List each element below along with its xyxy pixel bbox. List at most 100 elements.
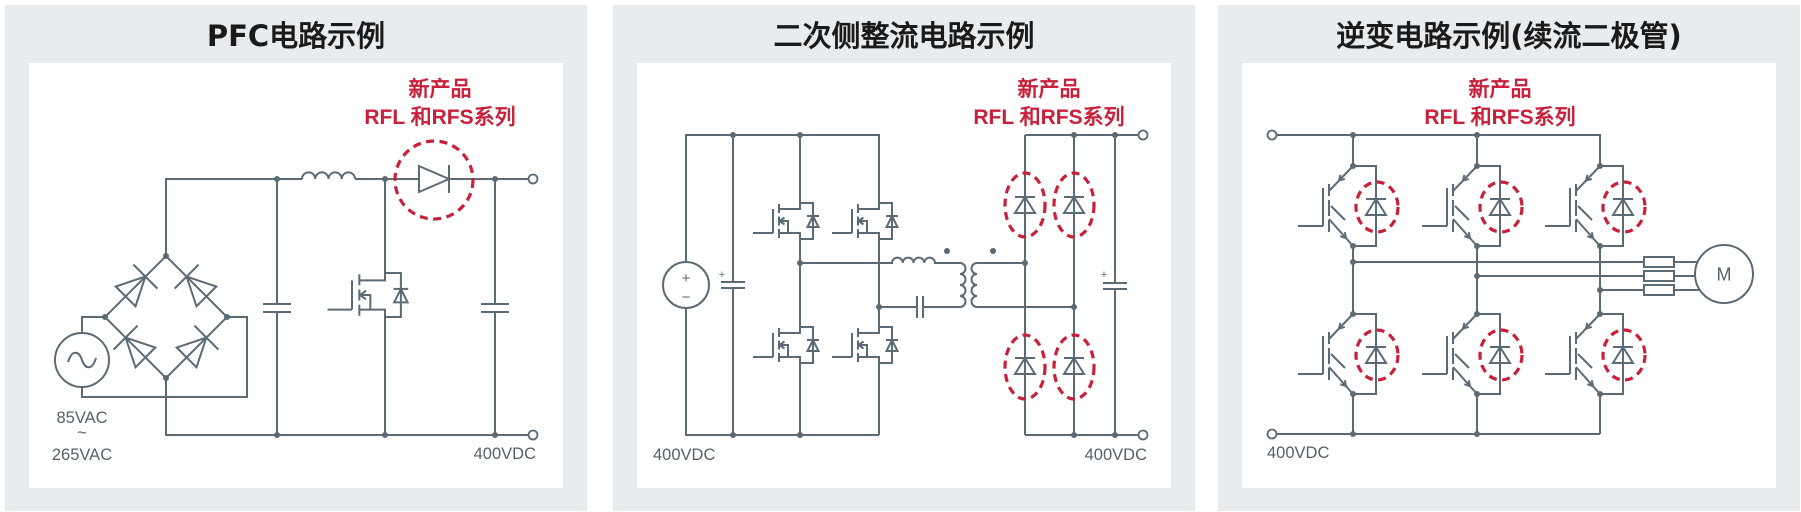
igbt-symbol — [1421, 165, 1501, 247]
junction-dot — [1071, 132, 1077, 138]
output-terminal-icon — [527, 429, 539, 441]
highlight-ellipse — [1052, 171, 1096, 239]
junction-dot — [797, 432, 803, 438]
polarity-dot — [990, 248, 996, 254]
highlight-ellipse — [1354, 328, 1400, 382]
junction-dot — [492, 432, 498, 438]
bridge-rectifier-wires — [103, 254, 229, 380]
diagram-canvas — [29, 63, 563, 488]
electrolytic-capacitor-symbol — [721, 135, 745, 435]
secondary-rectifier-circuit-diagram: + − + + — [653, 77, 1149, 464]
motor-circle — [1694, 244, 1754, 304]
junction-dot — [1350, 391, 1356, 397]
input-terminal-icon — [1266, 428, 1278, 440]
phase-impedance-symbol — [1643, 270, 1675, 282]
highlight-circle — [393, 139, 475, 221]
sine-wave-icon — [67, 351, 97, 369]
dc-source-symbol: + − — [662, 261, 710, 309]
junction-dot — [1474, 311, 1480, 317]
junction-dot — [1022, 260, 1028, 266]
junction-dot — [876, 304, 882, 310]
output-voltage-label: 400VDC — [474, 445, 536, 463]
wire-top-rail — [685, 134, 880, 262]
wire — [1024, 134, 1139, 436]
resonant-capacitor-symbol — [879, 296, 924, 318]
wire-bottom-rail — [165, 378, 529, 436]
junction-dot — [274, 432, 280, 438]
junction-dot — [1071, 304, 1077, 310]
inverter-circuit-diagram: M — [1266, 77, 1754, 462]
mosfet-symbol — [831, 202, 899, 240]
junction-dot — [163, 375, 169, 381]
highlight-ellipse — [1478, 328, 1524, 382]
junction-dot — [1350, 132, 1356, 138]
junction-dot — [1597, 243, 1603, 249]
transformer-secondary — [970, 262, 1074, 308]
diode-triangle — [418, 164, 452, 194]
junction-dot — [224, 314, 230, 320]
junction-dot — [274, 176, 280, 182]
ac-source-circle — [54, 332, 110, 388]
panel-title: 逆变电路示例(续流二极管) — [1336, 19, 1682, 53]
panel-secondary-rectifier-circuit: 二次侧整流电路示例 — [613, 5, 1195, 511]
motor-symbol: M — [1694, 244, 1754, 304]
phase-impedance-symbol — [1643, 284, 1675, 296]
highlight-ellipse — [1601, 180, 1647, 234]
igbt-symbol — [1421, 313, 1501, 395]
callout-product-series: RFL 和RFS系列 — [973, 106, 1124, 129]
panel-title: 二次侧整流电路示例 — [773, 19, 1035, 53]
junction-dot — [797, 260, 803, 266]
junction-dot — [730, 432, 736, 438]
junction-dot — [1474, 273, 1480, 279]
electrolytic-capacitor-symbol — [1103, 135, 1127, 435]
output-terminal-icon — [1137, 429, 1149, 441]
inductor-symbol — [301, 171, 356, 180]
junction-dot — [1474, 132, 1480, 138]
boost-diode-symbol — [418, 164, 452, 194]
highlight-ellipse — [1003, 171, 1047, 239]
igbt-symbol — [1297, 165, 1377, 247]
junction-dot — [1474, 391, 1480, 397]
junction-dot — [1112, 432, 1118, 438]
junction-dot — [492, 176, 498, 182]
junction-dot — [102, 314, 108, 320]
ac-source-symbol — [54, 332, 110, 388]
source-minus-sign: − — [682, 289, 691, 306]
junction-dot — [1474, 163, 1480, 169]
output-terminal-icon — [527, 173, 539, 185]
resonant-inductor-and-transformer-primary — [800, 256, 967, 308]
wire — [81, 316, 248, 398]
igbt-symbol — [1544, 165, 1624, 247]
junction-dots — [102, 176, 498, 438]
mosfet-symbol — [831, 326, 899, 364]
polarity-dot — [944, 248, 950, 254]
pfc-circuit-diagram: 新产品 RFL 和RFS系列 85VAC ~ 265VAC 400VDC — [52, 77, 539, 464]
junction-dot — [382, 432, 388, 438]
junction-dot — [1597, 391, 1603, 397]
junction-dot — [1350, 259, 1356, 265]
output-voltage-label: 400VDC — [1085, 446, 1147, 464]
input-voltage-label: 400VDC — [653, 446, 715, 464]
callout-new-product: 新产品 — [1469, 77, 1532, 101]
junction-dot — [1350, 431, 1356, 437]
junction-dot — [1071, 432, 1077, 438]
junction-dot — [797, 132, 803, 138]
capacitor-symbol — [481, 179, 509, 435]
input-voltage-range-sep: ~ — [77, 424, 87, 442]
junction-dot — [1597, 311, 1603, 317]
junction-dot — [1350, 163, 1356, 169]
junction-dot — [1350, 243, 1356, 249]
junction-dot — [1597, 287, 1603, 293]
phase-impedance-symbol — [1643, 256, 1675, 268]
source-plus-sign: + — [682, 270, 691, 287]
mosfet-symbol — [752, 326, 820, 364]
junction-dot — [1597, 163, 1603, 169]
capacitor-plus-sign: + — [719, 269, 725, 281]
junction-dot — [1474, 431, 1480, 437]
callout-product-series: RFL 和RFS系列 — [1424, 106, 1575, 129]
junction-dot — [1350, 311, 1356, 317]
panel-title: PFC电路示例 — [206, 19, 386, 53]
dc-bus-voltage-label: 400VDC — [1267, 444, 1329, 462]
wire — [165, 178, 302, 256]
